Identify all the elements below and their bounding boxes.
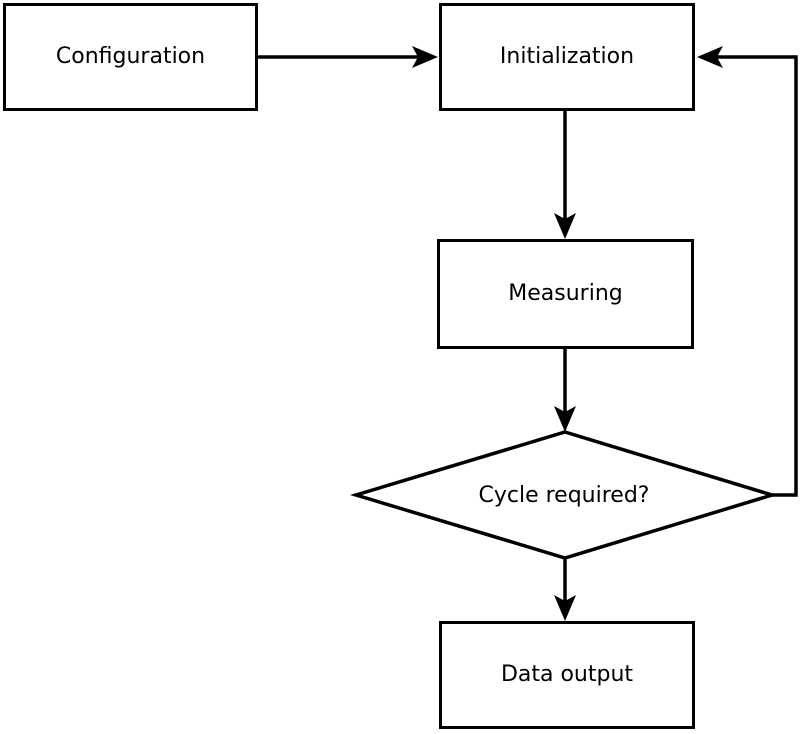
arrowhead-right-icon — [412, 46, 438, 68]
arrowhead-left-icon — [697, 46, 723, 68]
node-configuration: Configuration — [3, 3, 258, 111]
node-data-output: Data output — [439, 621, 695, 729]
node-initialization: Initialization — [439, 3, 695, 111]
arrowhead-down-icon — [554, 406, 576, 432]
arrowhead-down-icon — [554, 595, 576, 621]
node-initialization-label: Initialization — [499, 43, 635, 69]
node-measuring: Measuring — [437, 239, 694, 349]
node-configuration-label: Configuration — [55, 43, 206, 69]
node-data-output-label: Data output — [500, 661, 634, 687]
node-cycle-required: Cycle required? — [356, 432, 772, 558]
arrowhead-down-icon — [554, 213, 576, 239]
node-cycle-required-label: Cycle required? — [478, 482, 650, 508]
node-measuring-label: Measuring — [508, 280, 623, 306]
edge-decision-initialization-feedback — [710, 55, 798, 497]
